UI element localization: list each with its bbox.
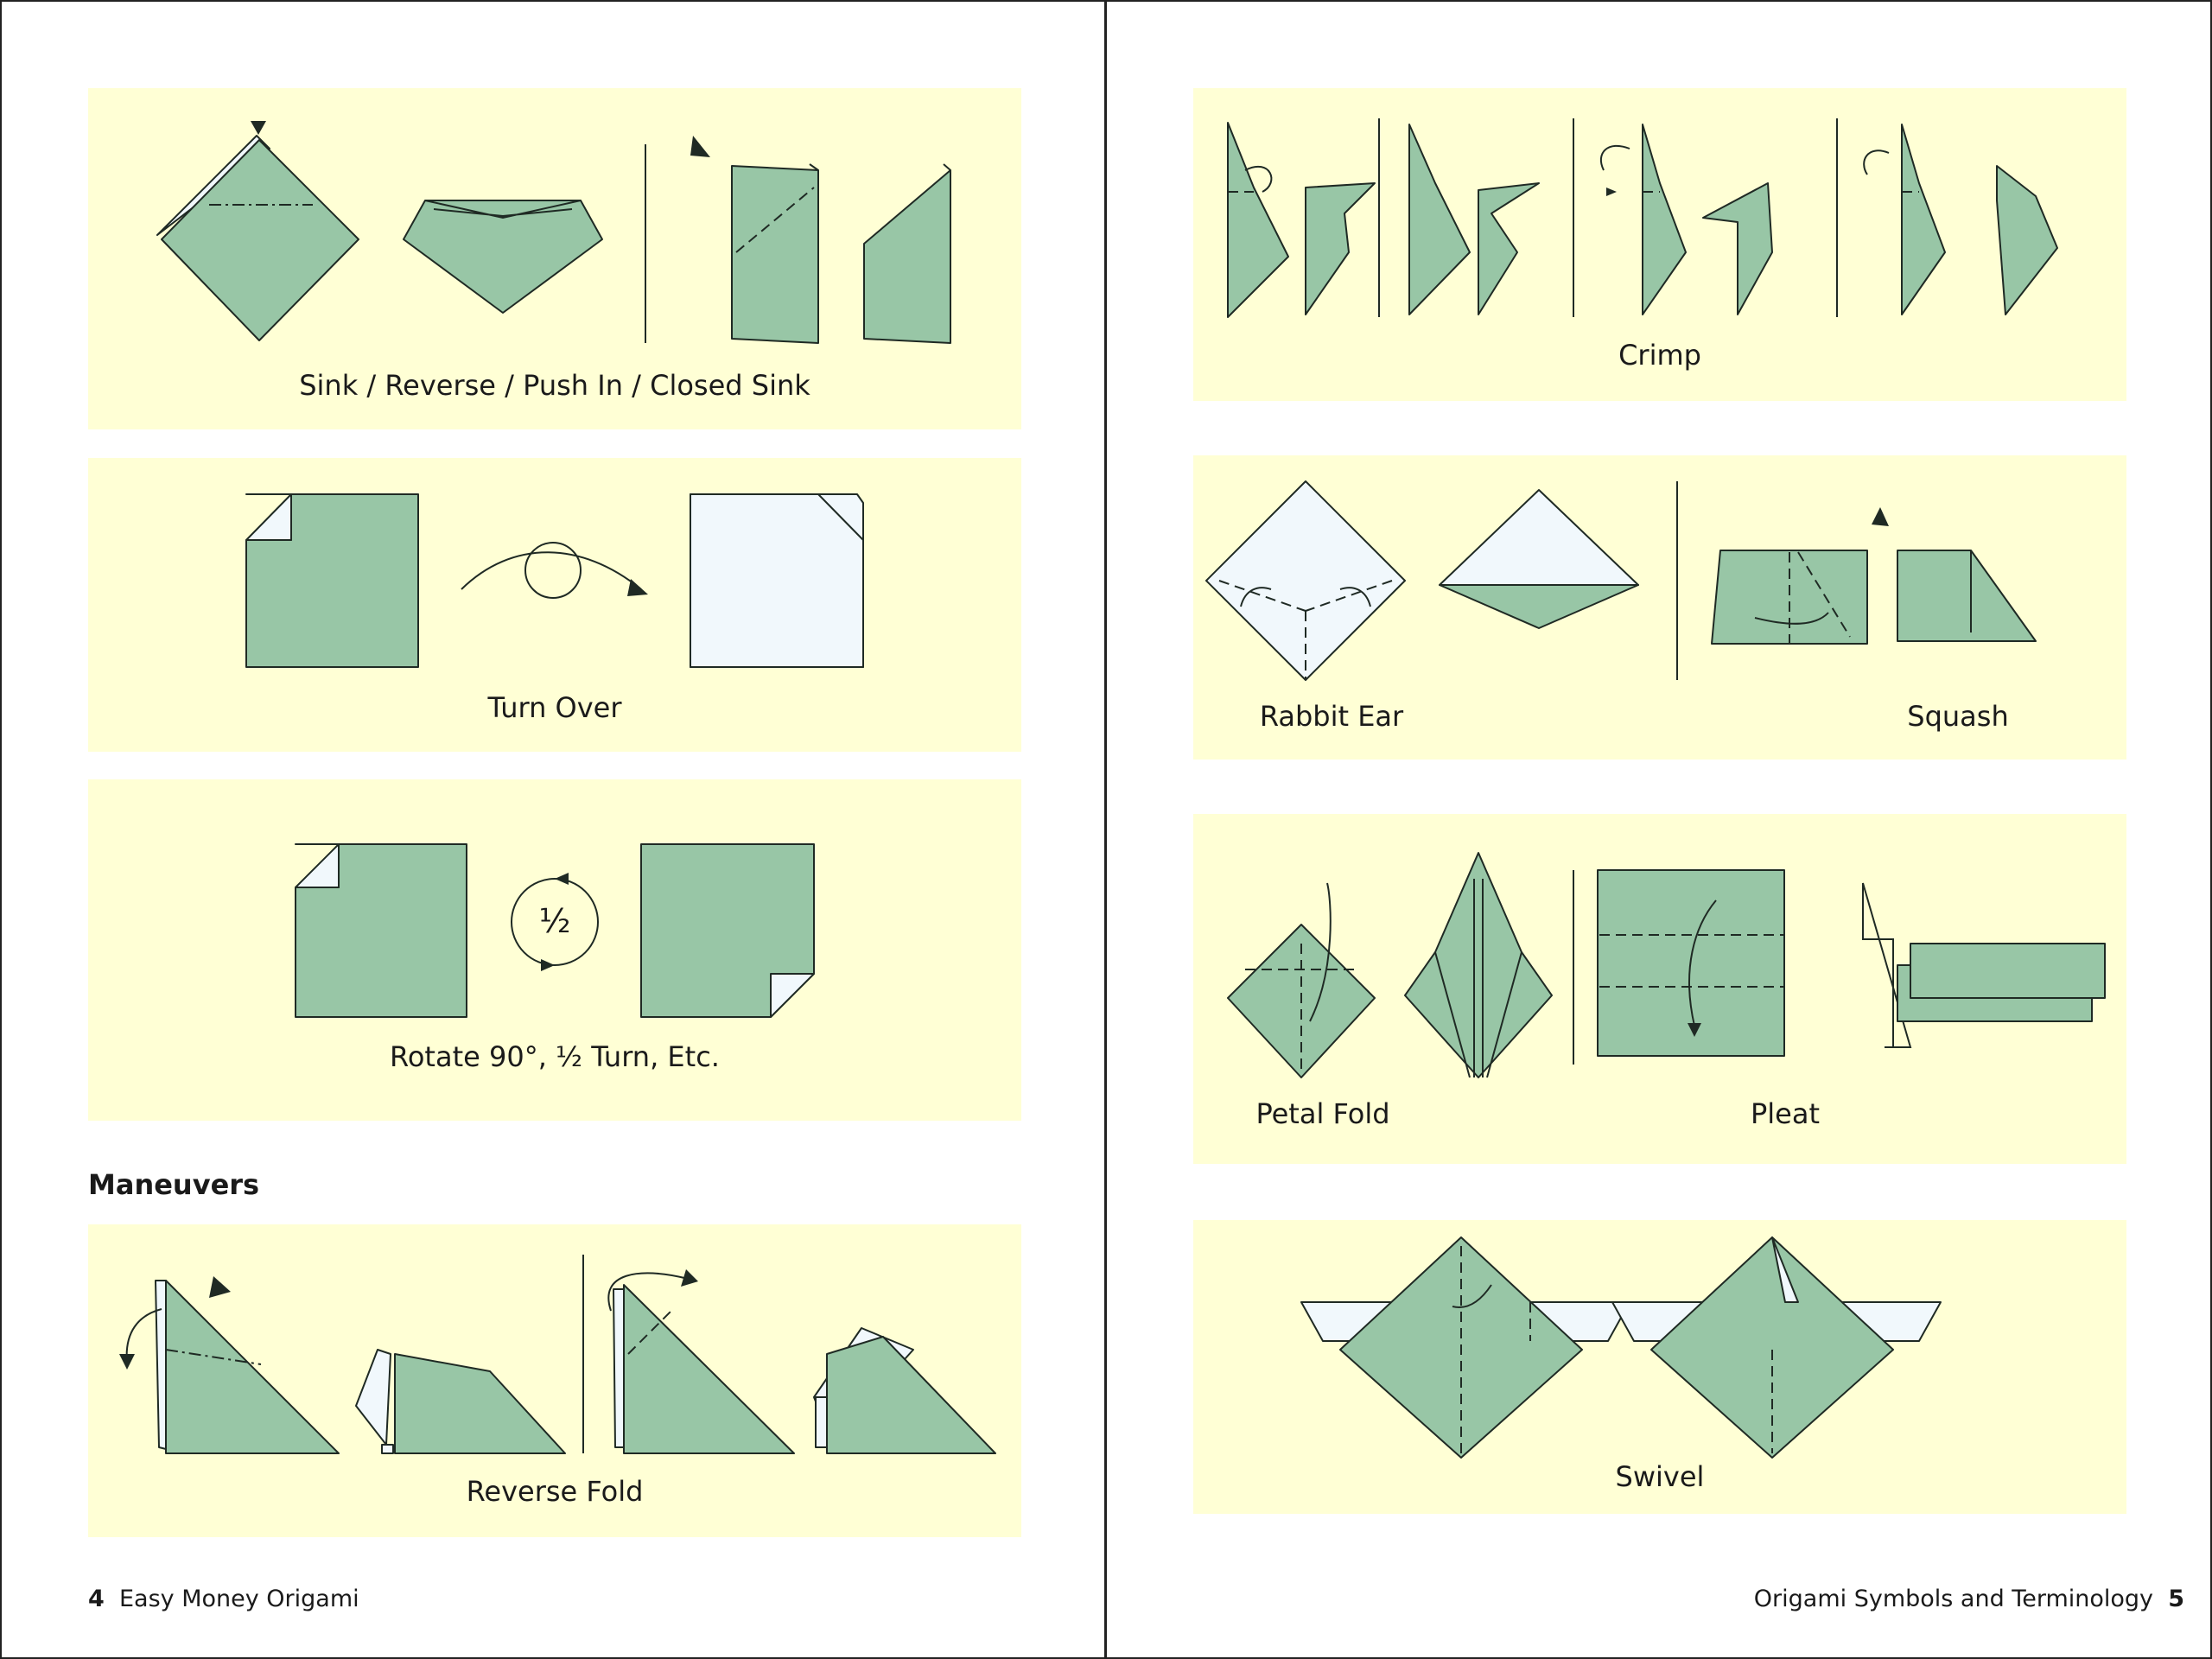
turn-over-diagram xyxy=(245,493,864,668)
reverse-fold-diagram xyxy=(119,1255,996,1454)
turn-over-caption: Turn Over xyxy=(487,691,622,724)
sink-panel: Sink / Reverse / Push In / Closed Sink xyxy=(88,88,1021,429)
rabbit-ear-squash-panel: Rabbit Ear Squash xyxy=(1193,455,2126,760)
right-footer: Origami Symbols and Terminology 5 xyxy=(1754,1586,2184,1612)
squash-caption: Squash xyxy=(1907,700,2009,733)
reverse-fold-caption: Reverse Fold xyxy=(466,1475,644,1508)
rotate-diagram xyxy=(295,843,815,1018)
turn-over-panel: Turn Over xyxy=(88,458,1021,752)
crimp-panel: Crimp xyxy=(1193,88,2126,401)
book-title: Easy Money Origami xyxy=(118,1586,359,1612)
petal-fold-caption: Petal Fold xyxy=(1255,1097,1390,1130)
chapter-title: Origami Symbols and Terminology xyxy=(1753,1586,2154,1612)
pleat-caption: Pleat xyxy=(1750,1097,1821,1130)
swivel-panel: Swivel xyxy=(1193,1220,2126,1514)
right-page-number: 5 xyxy=(2168,1586,2184,1612)
swivel-diagram xyxy=(1300,1236,1942,1459)
crimp-caption: Crimp xyxy=(1618,339,1701,372)
petal-fold-pleat-diagram xyxy=(1227,852,2106,1078)
right-page: Crimp Rabbit Ear Squash xyxy=(1104,0,2212,1659)
left-page: Sink / Reverse / Push In / Closed Sink T… xyxy=(0,0,1104,1659)
swivel-caption: Swivel xyxy=(1615,1460,1705,1493)
sink-diagram xyxy=(156,121,951,344)
reverse-fold-panel: Reverse Fold xyxy=(88,1224,1021,1537)
left-page-number: 4 xyxy=(88,1586,105,1612)
section-heading-maneuvers: Maneuvers xyxy=(88,1168,260,1201)
rotate-panel: ½ Rotate 90°, ½ Turn, Etc. xyxy=(88,779,1021,1121)
left-footer: 4 Easy Money Origami xyxy=(88,1586,359,1612)
rotate-symbol: ½ xyxy=(538,902,571,940)
rabbit-ear-squash-diagram xyxy=(1205,480,2037,681)
petal-fold-pleat-panel: Petal Fold Pleat xyxy=(1193,814,2126,1164)
crimp-diagram xyxy=(1227,118,2058,318)
sink-caption: Sink / Reverse / Push In / Closed Sink xyxy=(299,369,810,402)
rotate-caption: Rotate 90°, ½ Turn, Etc. xyxy=(390,1040,720,1073)
rabbit-ear-caption: Rabbit Ear xyxy=(1259,700,1404,733)
